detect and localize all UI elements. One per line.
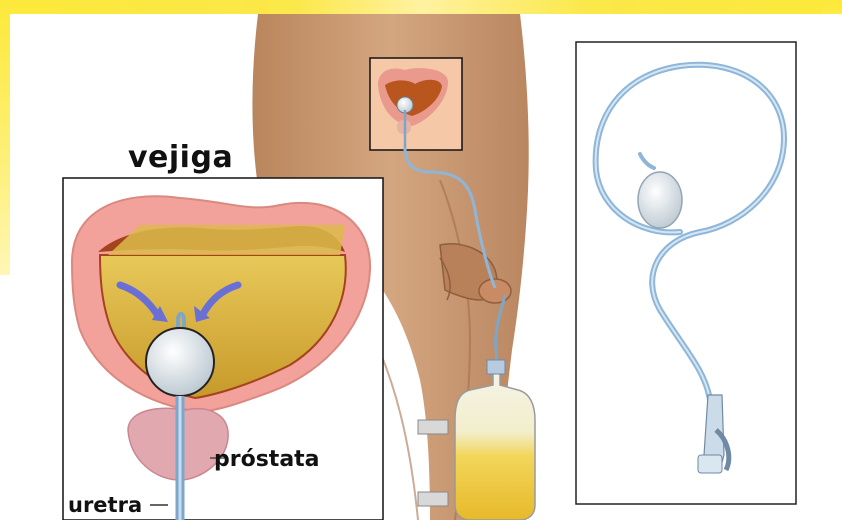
urethra-label: uretra <box>68 493 142 517</box>
catheter-product-panel <box>576 42 796 504</box>
bladder-label: vejiga <box>128 140 233 175</box>
bladder-inset-small <box>370 58 462 150</box>
leg-strap-upper-left <box>418 420 448 434</box>
prostate-label: próstata <box>214 447 320 472</box>
leg-strap-lower-left <box>418 492 448 506</box>
